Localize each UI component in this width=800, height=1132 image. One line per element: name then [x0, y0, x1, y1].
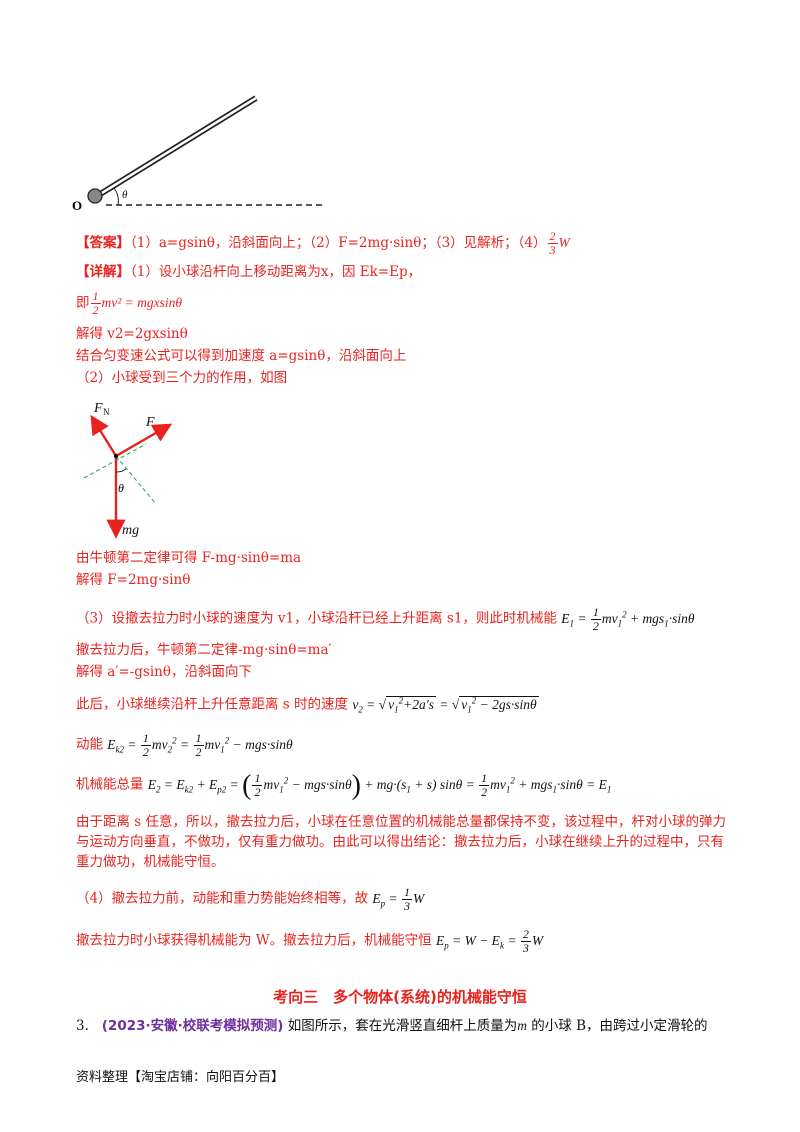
footer: 资料整理【淘宝店铺：向阳百分百】 [76, 1070, 285, 1085]
detail-line-10: 解得 a′=-gsinθ，沿斜面向下 [76, 664, 252, 680]
detail-text-1: （1）设小球沿杆向上移动距离为x，因 Ek=Ep， [130, 264, 422, 280]
origin-label: O [72, 198, 82, 213]
theta-label: θ [118, 481, 124, 495]
energy-equation: mv² = mgxsinθ [101, 295, 183, 310]
detail-text-8: （3）设撤去拉力时小球的速度为 v1，小球沿杆已经上升距离 s1，则此时机械能 [76, 610, 557, 627]
detail-line-7: 解得 F=2mg·sinθ [76, 572, 191, 588]
f-label: F [145, 415, 155, 430]
force-diagram: θ F N F mg [83, 401, 173, 539]
answer-text: （1）a=gsinθ，沿斜面向上；（2）F=2mg·sinθ；（3）见解析；（4… [130, 235, 547, 251]
detail-paragraph: 由于距离 s 任意，所以，撤去拉力后，小球在任意位置的机械能总量都保持不变，该过… [76, 814, 727, 870]
rod-ball-figure: θ O [72, 95, 323, 213]
section-heading: 考向三 多个物体(系统)的机械能守恒 [273, 988, 527, 1006]
detail-prefix-2: 即 [76, 295, 90, 311]
answer-tag: 【答案】 [76, 235, 130, 251]
question-3: 3. (2023·安徽·校联考模拟预测) 如图所示，套在光滑竖直细杆上质量为m … [76, 1016, 708, 1036]
detail-line-1: 【详解】（1）设小球沿杆向上移动距离为x，因 Ek=Ep， [76, 262, 421, 282]
fn-sub-label: N [103, 407, 110, 417]
detail-text-13: 机械能总量 [76, 776, 144, 793]
fn-label: F [93, 401, 103, 416]
answer-line: 【答案】（1）a=gsinθ，沿斜面向上；（2）F=2mg·sinθ；（3）见解… [76, 230, 570, 257]
detail-line-4: 结合匀变速公式可以得到加速度 a=gsinθ，沿斜面向上 [76, 348, 407, 364]
question-text-2: 的小球 B，由跨过小定滑轮的 [531, 1018, 708, 1034]
detail-tag: 【详解】 [76, 264, 130, 280]
detail-text-11: 此后，小球继续沿杆上升任意距离 s 时的速度 [76, 696, 349, 713]
answer-frac-num: 2 [547, 229, 558, 244]
detail-text-14: （4）撤去拉力前，动能和重力势能始终相等，故 [76, 890, 369, 907]
detail-line-9: 撤去拉力后，牛顿第二定律-mg·sinθ=ma′ [76, 642, 332, 658]
mg-label: mg [122, 523, 139, 538]
angle-label: θ [122, 189, 128, 201]
detail-text-12: 动能 [76, 736, 103, 753]
question-text: 如图所示，套在光滑竖直细杆上质量为 [287, 1018, 518, 1034]
answer-frac-den: 3 [549, 243, 556, 257]
ball [87, 188, 103, 204]
angle-arc [113, 187, 119, 206]
detail-line-8: （3）设撤去拉力时小球的速度为 v1，小球沿杆已经上升距离 s1，则此时机械能 … [76, 604, 695, 633]
detail-line-11: 此后，小球继续沿杆上升任意距离 s 时的速度 v2 = √v12+2a′s = … [76, 695, 539, 715]
question-number: 3. [76, 1018, 89, 1034]
detail-line-6: 由牛顿第二定律可得 F-mg·sinθ=ma [76, 550, 302, 566]
applied-force-arrow [115, 423, 173, 458]
detail-line-15: 撤去拉力时小球获得机械能为 W。撤去拉力后，机械能守恒 Ep = W − Ek … [76, 927, 544, 955]
normal-force-arrow [90, 414, 118, 457]
answer-tail: W [558, 235, 570, 250]
detail-line-3: 解得 v2=2gxsinθ [76, 326, 188, 342]
detail-line-5: （2）小球受到三个力的作用，如图 [76, 370, 288, 386]
question-mass: m [517, 1018, 527, 1033]
question-source: (2023·安徽·校联考模拟预测) [101, 1018, 284, 1034]
detail-text-15: 撤去拉力时小球获得机械能为 W。撤去拉力后，机械能守恒 [76, 932, 432, 949]
